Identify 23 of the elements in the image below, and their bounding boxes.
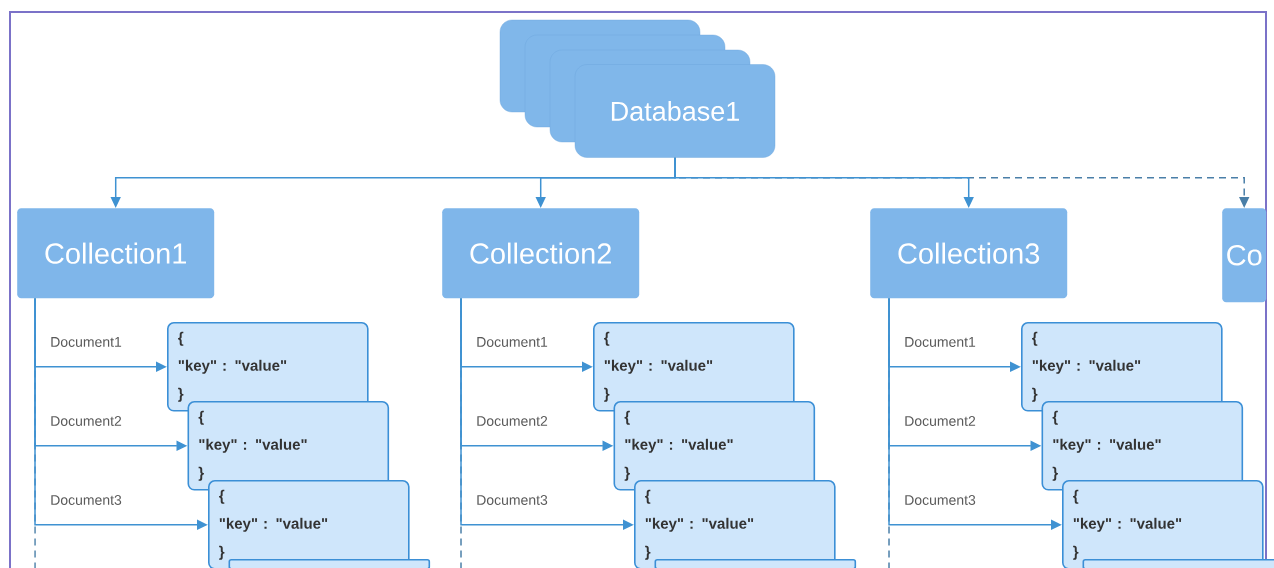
collection-box: Co bbox=[1222, 208, 1267, 303]
database-stack: Database1 bbox=[499, 19, 776, 158]
edge-label: Document2 bbox=[903, 415, 977, 427]
collection-box: Collection2 bbox=[442, 208, 640, 299]
edge-label: Document3 bbox=[475, 494, 549, 506]
edge-label: Document2 bbox=[49, 415, 123, 427]
collection-box: Collection1 bbox=[17, 208, 215, 299]
document-box: { "key" : "value" } bbox=[634, 480, 836, 568]
document-box bbox=[228, 559, 431, 568]
edge-label: Document2 bbox=[475, 415, 549, 427]
document-box: { "key" : "value" } bbox=[1062, 480, 1264, 568]
document-box bbox=[654, 559, 857, 568]
document-box: { "key" : "value" } bbox=[167, 322, 369, 412]
edge-label: Document3 bbox=[49, 494, 123, 506]
document-box bbox=[1082, 559, 1274, 568]
document-box: { "key" : "value" } bbox=[593, 322, 795, 412]
document-box: { "key" : "value" } bbox=[1021, 322, 1223, 412]
edge-label: Document1 bbox=[903, 336, 977, 348]
collection-box: Collection3 bbox=[870, 208, 1068, 299]
edge-label: Document1 bbox=[49, 336, 123, 348]
document-box: { "key" : "value" } bbox=[208, 480, 410, 568]
edge-label: Document1 bbox=[475, 336, 549, 348]
edge-label: Document3 bbox=[903, 494, 977, 506]
